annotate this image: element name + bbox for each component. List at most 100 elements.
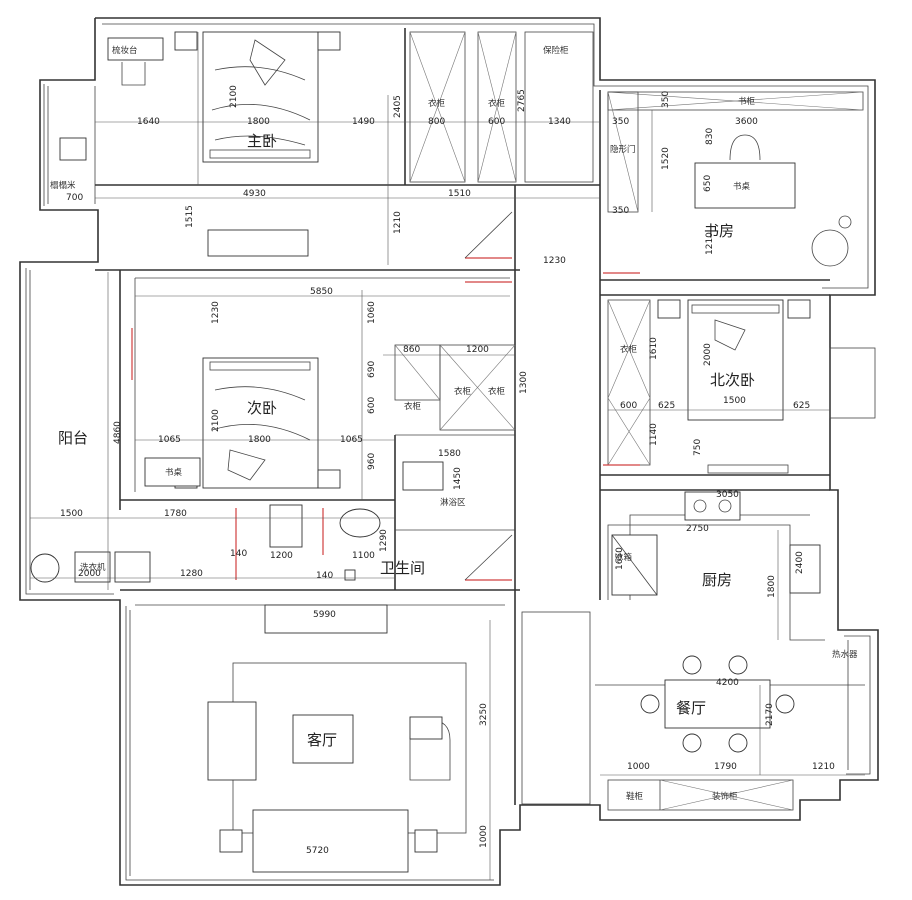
- dim-800: 800: [428, 117, 445, 127]
- room-north-second-bedroom: 北次卧: [710, 371, 755, 389]
- dim-1140: 1140: [649, 423, 659, 446]
- label-deco-cabinet: 装饰柜: [712, 791, 738, 802]
- dim-1230-hall: 1230: [543, 256, 566, 266]
- dim-1290: 1290: [379, 529, 389, 552]
- dim-1800-master: 1800: [247, 117, 270, 127]
- dim-2100-second: 2100: [211, 409, 221, 432]
- wardrobe-north: [607, 299, 651, 466]
- dim-1580: 1580: [438, 449, 461, 459]
- dim-830: 830: [705, 128, 715, 145]
- dim-1200-wardrobe: 1200: [466, 345, 489, 355]
- dim-1210-hall: 1210: [393, 211, 403, 234]
- living-furniture: [207, 604, 467, 873]
- dim-1515: 1515: [185, 205, 195, 228]
- dimension-numbers: 1640 1800 1490 800 600 1340 700 4930 151…: [60, 85, 835, 856]
- bathroom-fixtures: [269, 461, 444, 581]
- label-bookshelf: 书柜: [738, 96, 756, 107]
- bookshelf-study: [607, 91, 864, 213]
- dim-860: 860: [403, 345, 420, 355]
- dim-350-c: 350: [612, 206, 629, 216]
- dim-1210-dining: 1210: [812, 762, 835, 772]
- dim-1500-north: 1500: [723, 396, 746, 406]
- dim-700: 700: [66, 193, 83, 203]
- dim-1065-right: 1065: [340, 435, 363, 445]
- dim-2000-balcony: 2000: [78, 569, 101, 579]
- dim-1800-second: 1800: [248, 435, 271, 445]
- label-desk-study: 书桌: [733, 181, 751, 192]
- dim-2000-north: 2000: [703, 343, 713, 366]
- dim-4200: 4200: [716, 678, 739, 688]
- room-kitchen: 厨房: [702, 571, 732, 589]
- label-wardrobe-1: 衣柜: [428, 98, 446, 109]
- dim-2170: 2170: [765, 703, 775, 726]
- dim-140-a: 140: [230, 549, 247, 559]
- room-labels: 主卧 次卧 北次卧 书房 阳台 卫生间 厨房 餐厅 客厅: [58, 132, 755, 749]
- dim-750: 750: [693, 439, 703, 456]
- room-dining: 餐厅: [676, 699, 706, 717]
- dresser: [107, 37, 164, 86]
- dim-3250: 3250: [479, 703, 489, 726]
- dim-1100: 1100: [352, 551, 375, 561]
- label-shoe-cabinet: 鞋柜: [626, 791, 644, 802]
- master-tv-bench: [207, 229, 309, 257]
- dim-1065-left: 1065: [158, 435, 181, 445]
- room-master-bedroom: 主卧: [247, 132, 277, 150]
- dim-5720: 5720: [306, 846, 329, 856]
- bed-master: [174, 31, 341, 163]
- room-second-bedroom: 次卧: [247, 399, 277, 417]
- wardrobe-master: [409, 31, 594, 183]
- dim-960: 960: [367, 453, 377, 470]
- label-desk-second: 书桌: [165, 467, 183, 478]
- shoe-cabinet: [607, 779, 794, 811]
- label-tatami: 榻榻米: [50, 180, 76, 191]
- label-shower: 淋浴区: [440, 497, 466, 508]
- dim-690: 690: [367, 361, 377, 378]
- dim-1340: 1340: [548, 117, 571, 127]
- room-study: 书房: [704, 222, 734, 240]
- furniture-labels: 梳妆台 榻榻米 衣柜 衣柜 保险柜 书柜 隐形门 书桌 书桌 衣柜 衣柜 衣柜 …: [50, 45, 858, 802]
- living-cabinet: [521, 611, 591, 805]
- label-wardrobe-5: 衣柜: [488, 386, 506, 397]
- dining-table: [640, 655, 795, 753]
- dim-2100-master: 2100: [229, 85, 239, 108]
- tatami-pillow: [59, 137, 87, 161]
- room-balcony: 阳台: [58, 429, 88, 447]
- dim-3050: 3050: [716, 490, 739, 500]
- dim-1200-bath: 1200: [270, 551, 293, 561]
- dim-1500-balcony: 1500: [60, 509, 83, 519]
- dim-1780: 1780: [164, 509, 187, 519]
- interior-walls: [95, 28, 865, 805]
- dim-1000-dining: 1000: [627, 762, 650, 772]
- label-water-heater: 热水器: [832, 649, 858, 660]
- label-sliding-door: 隐形门: [610, 144, 636, 155]
- dim-2750: 2750: [686, 524, 709, 534]
- dim-625-left: 625: [658, 401, 675, 411]
- dim-1230-second: 1230: [211, 301, 221, 324]
- dim-1060: 1060: [367, 301, 377, 324]
- dim-2765: 2765: [517, 89, 527, 112]
- desk-second: [144, 457, 201, 487]
- label-wardrobe-2: 衣柜: [488, 98, 506, 109]
- dim-1000-living: 1000: [479, 825, 489, 848]
- label-dresser: 梳妆台: [112, 45, 138, 56]
- dim-1520: 1520: [661, 147, 671, 170]
- dim-4930: 4930: [243, 189, 266, 199]
- label-fridge: 冰箱: [615, 552, 633, 563]
- dim-4860: 4860: [113, 421, 123, 444]
- bed-north: [657, 299, 811, 474]
- dim-1640: 1640: [137, 117, 160, 127]
- dim-1800-kitchen: 1800: [767, 575, 777, 598]
- dim-1210-study: 1210: [705, 232, 715, 255]
- balcony-appliances: [30, 551, 151, 583]
- dim-1610: 1610: [649, 337, 659, 360]
- dim-1510: 1510: [448, 189, 471, 199]
- dim-1450: 1450: [453, 467, 463, 490]
- outer-walls: [19, 17, 879, 886]
- dim-1490: 1490: [352, 117, 375, 127]
- dim-3600: 3600: [735, 117, 758, 127]
- dim-625-right: 625: [793, 401, 810, 411]
- label-wardrobe-6: 衣柜: [620, 344, 638, 355]
- dim-2400: 2400: [795, 551, 805, 574]
- room-living: 客厅: [307, 731, 337, 749]
